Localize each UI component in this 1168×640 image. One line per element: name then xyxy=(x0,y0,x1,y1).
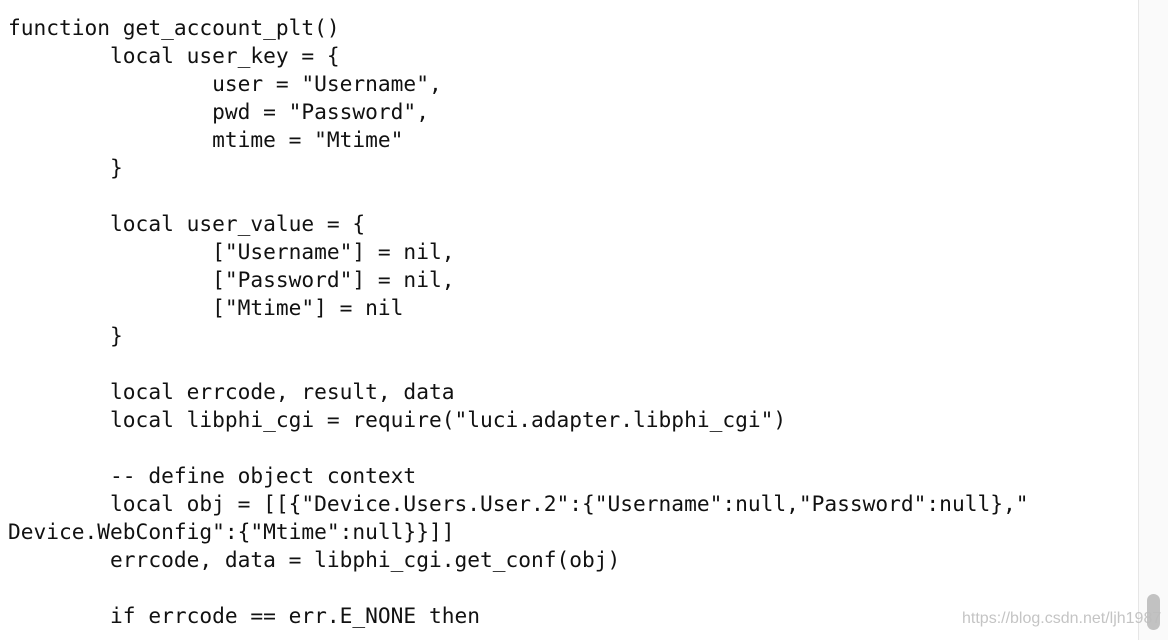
code-line: pwd = "Password", xyxy=(8,99,429,124)
code-line: if errcode == err.E_NONE then xyxy=(8,603,480,628)
code-line xyxy=(8,434,1028,462)
code-line: mtime = "Mtime" xyxy=(8,127,404,152)
code-line xyxy=(8,182,1028,210)
code-line: local obj = [[{"Device.Users.User.2":{"U… xyxy=(8,491,1029,516)
code-line: ["Username"] = nil, xyxy=(8,239,455,264)
code-line xyxy=(8,574,1028,602)
code-block: function get_account_plt() local user_ke… xyxy=(8,14,1028,630)
code-line xyxy=(8,350,1028,378)
code-line: Device.WebConfig":{"Mtime":null}}]] xyxy=(8,519,455,544)
code-line: -- define object context xyxy=(8,463,417,488)
code-line: ["Password"] = nil, xyxy=(8,267,455,292)
code-line: local errcode, result, data xyxy=(8,379,455,404)
code-line: function get_account_plt() xyxy=(8,15,340,40)
vertical-scrollbar[interactable] xyxy=(1138,0,1168,640)
code-line: errcode, data = libphi_cgi.get_conf(obj) xyxy=(8,547,621,572)
code-line: } xyxy=(8,155,123,180)
code-line: user = "Username", xyxy=(8,71,442,96)
code-line: ["Mtime"] = nil xyxy=(8,295,404,320)
code-line: local user_key = { xyxy=(8,43,340,68)
code-line: } xyxy=(8,323,123,348)
scrollbar-thumb[interactable] xyxy=(1147,594,1160,630)
code-line: local libphi_cgi = require("luci.adapter… xyxy=(8,407,787,432)
code-view[interactable]: function get_account_plt() local user_ke… xyxy=(0,0,1138,640)
code-line: local user_value = { xyxy=(8,211,366,236)
